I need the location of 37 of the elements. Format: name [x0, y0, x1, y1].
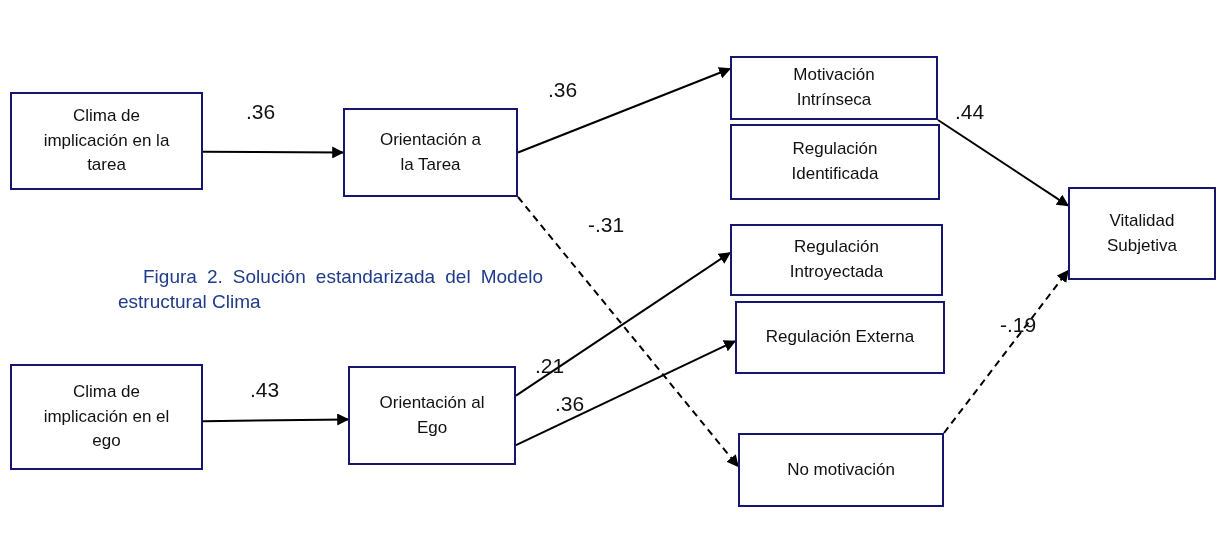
variable-box: [730, 56, 938, 120]
path-coefficient: .44: [955, 100, 985, 124]
variable-box: [1068, 187, 1216, 280]
variable-label: Motivación Intrínseca: [792, 64, 876, 111]
path-coefficient: -.19: [1000, 313, 1037, 337]
variable-label: No motivación: [787, 458, 895, 481]
arrow: [517, 67, 732, 154]
variable-label: Orientación a la Tarea: [378, 128, 483, 176]
variable-box: [730, 124, 940, 200]
arrow: [517, 196, 739, 468]
arrow: [943, 269, 1069, 434]
variable-label: Regulación Identificada: [790, 138, 880, 185]
path-coefficient: .43: [250, 378, 280, 402]
variable-label: Regulación Introyectada: [788, 236, 885, 283]
arrow: [202, 146, 345, 159]
variable-label: Vitalidad Subjetiva: [1106, 209, 1178, 257]
arrow: [515, 340, 737, 447]
variable-box: [735, 301, 945, 374]
variable-box: [348, 366, 516, 465]
variable-box: [738, 433, 944, 507]
path-coefficient: .36: [555, 392, 585, 416]
variable-box: [10, 364, 203, 470]
variable-label: Orientación al Ego: [378, 391, 486, 439]
arrow: [202, 413, 350, 426]
variable-label: Clima de implicación en el ego: [42, 381, 171, 453]
variable-box: [343, 108, 518, 197]
path-coefficient: .21: [535, 354, 565, 378]
path-coefficient: .36: [548, 78, 578, 102]
path-coefficient: .36: [246, 100, 276, 124]
figure-caption: Figura 2. Solución estandarizada del Modelo estructural Clima: [118, 265, 543, 314]
variable-label: Regulación Externa: [765, 326, 915, 349]
arrow: [515, 251, 731, 397]
variable-box: [730, 224, 943, 296]
variable-label: Clima de implicación en la tarea: [42, 105, 171, 177]
arrow: [937, 119, 1069, 207]
variable-box: [10, 92, 203, 190]
path-coefficient: -.31: [588, 213, 625, 237]
